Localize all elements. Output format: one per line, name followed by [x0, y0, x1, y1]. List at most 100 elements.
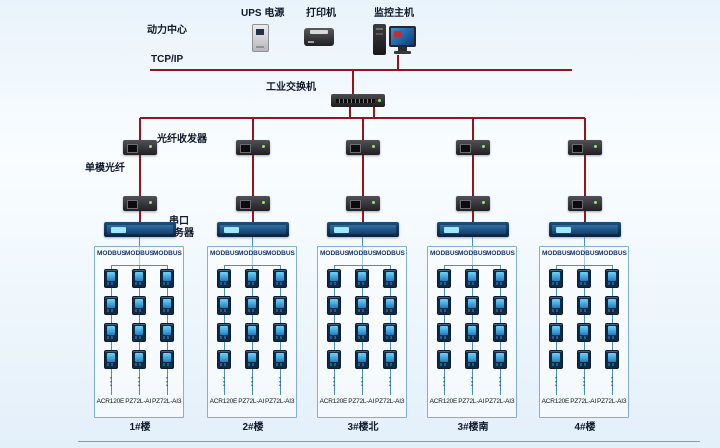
- power-meter-icon: [217, 269, 231, 288]
- modbus-label: MODBUS: [153, 250, 182, 257]
- power-meter-icon: [437, 350, 451, 369]
- meter-grid: [428, 269, 516, 369]
- ellipsis: ⋮: [578, 376, 590, 388]
- building-label: 4#楼: [574, 422, 596, 433]
- serial-server-icon: [549, 222, 621, 237]
- ellipsis: ⋮: [105, 376, 117, 388]
- power-meter-icon: [245, 350, 259, 369]
- bus-drop-line: [252, 118, 254, 140]
- switch-label: 工业交换机: [266, 82, 316, 93]
- power-meter-icon: [355, 350, 369, 369]
- modbus-label: MODBUS: [238, 250, 267, 257]
- single-mode-fiber-label: 单模光纤: [85, 163, 125, 174]
- power-meter-icon: [273, 296, 287, 315]
- power-meter-icon: [245, 323, 259, 342]
- building-label: 3#楼南: [457, 422, 489, 433]
- power-meter-icon: [437, 269, 451, 288]
- ellipsis: ⋮: [328, 376, 340, 388]
- power-meter-icon: [327, 350, 341, 369]
- power-meter-icon: [465, 296, 479, 315]
- power-meter-icon: [160, 296, 174, 315]
- ellipsis-row: ⋮⋮⋮: [428, 373, 516, 391]
- single-mode-fiber-line: [472, 155, 474, 196]
- transceiver-to-server-line: [362, 211, 364, 222]
- power-meter-icon: [383, 323, 397, 342]
- modbus-label: MODBUS: [598, 250, 627, 257]
- power-meter-icon: [245, 296, 259, 315]
- power-meter-icon: [217, 323, 231, 342]
- power-meter-icon: [605, 323, 619, 342]
- meter-grid: [318, 269, 406, 369]
- power-meter-icon: [327, 323, 341, 342]
- power-meter-icon: [577, 269, 591, 288]
- meter-grid: [95, 269, 183, 369]
- power-meter-icon: [273, 323, 287, 342]
- meter-model-label: ACR120E: [541, 398, 570, 405]
- monitor-base: [394, 51, 411, 54]
- power-meter-icon: [605, 296, 619, 315]
- printer-icon: [304, 28, 334, 46]
- ellipsis-row: ⋮⋮⋮: [318, 373, 406, 391]
- power-meter-icon: [160, 269, 174, 288]
- monitor-stand: [398, 47, 407, 51]
- meter-grid: [208, 269, 296, 369]
- building-label: 3#楼北: [347, 422, 379, 433]
- power-meter-icon: [132, 350, 146, 369]
- bottom-border-line: [78, 441, 700, 442]
- transceiver-to-server-line: [139, 211, 141, 222]
- modbus-label: MODBUS: [266, 250, 295, 257]
- power-meter-icon: [104, 296, 118, 315]
- meter-model-label: ACR120E: [429, 398, 458, 405]
- fiber-transceiver-icon: [568, 196, 602, 211]
- modbus-label: MODBUS: [486, 250, 515, 257]
- meter-model-label: PZ72L-AI3: [265, 398, 295, 405]
- host-drop-line: [397, 55, 399, 70]
- single-mode-fiber-line: [139, 155, 141, 196]
- power-meter-icon: [493, 296, 507, 315]
- ellipsis: ⋮: [356, 376, 368, 388]
- power-meter-icon: [104, 350, 118, 369]
- industrial-switch-icon: [331, 94, 385, 107]
- power-meter-icon: [273, 269, 287, 288]
- power-meter-icon: [605, 350, 619, 369]
- transceiver-to-server-line: [584, 211, 586, 222]
- power-meter-icon: [160, 323, 174, 342]
- power-meter-icon: [132, 269, 146, 288]
- serial-server-icon: [437, 222, 509, 237]
- host-monitor-icon: [389, 26, 416, 47]
- power-meter-icon: [465, 350, 479, 369]
- power-meter-icon: [437, 323, 451, 342]
- power-meter-icon: [437, 296, 451, 315]
- power-meter-icon: [245, 269, 259, 288]
- tcpip-backbone-line: [150, 69, 572, 71]
- modbus-label: MODBUS: [542, 250, 571, 257]
- power-meter-icon: [577, 323, 591, 342]
- serial-server-icon: [104, 222, 176, 237]
- ups-label: UPS 电源: [241, 8, 285, 19]
- host-tower-icon: [373, 24, 386, 55]
- serial-server-label: 串口 服务器: [156, 216, 202, 240]
- ellipsis: ⋮: [494, 376, 506, 388]
- ups-icon: [252, 24, 269, 52]
- serial-server-icon: [327, 222, 399, 237]
- ellipsis: ⋮: [133, 376, 145, 388]
- fiber-transceiver-icon: [123, 140, 157, 155]
- power-meter-icon: [577, 296, 591, 315]
- meter-model-label: ACR120E: [96, 398, 125, 405]
- single-mode-fiber-line: [252, 155, 254, 196]
- power-meter-icon: [217, 350, 231, 369]
- modbus-label: MODBUS: [320, 250, 349, 257]
- fiber-transceiver-label: 光纤收发器: [157, 134, 207, 145]
- meter-model-label: PZ72L-AI: [458, 398, 485, 405]
